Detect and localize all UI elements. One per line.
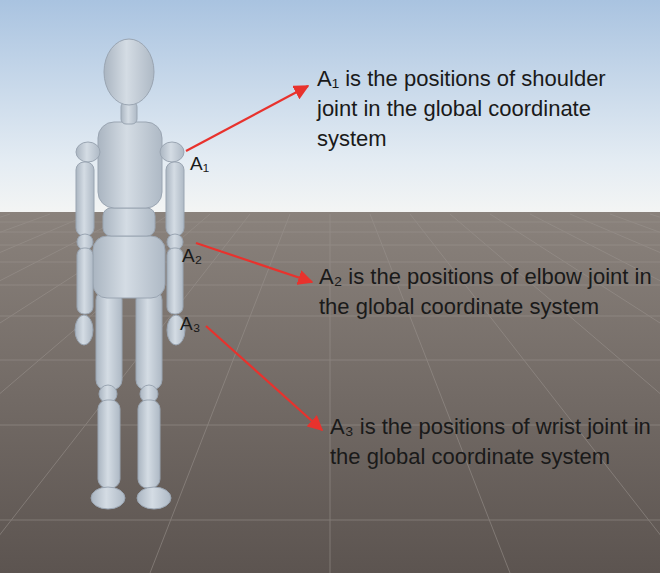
mannequin [75,39,185,509]
leader-arrow [196,243,312,282]
description-text: A₃ is the positions of wrist joint in th… [330,412,652,472]
description-text: A₁ is the positions of shoulder joint in… [317,64,652,154]
grid-line [0,214,10,573]
grid-line [0,214,170,573]
joint-label: A₃ [180,313,200,335]
description-text: A₂ is the positions of elbow joint in th… [319,262,654,322]
ground [0,212,660,573]
leader-arrows [186,86,322,430]
grid-line [0,214,250,573]
joint-label: A₁ [190,153,209,175]
leader-arrow [186,86,308,151]
leader-arrow [206,326,322,430]
grid-line [0,214,210,573]
floor-grid [0,214,660,573]
joint-label: A₂ [182,245,202,267]
sky [0,0,660,215]
